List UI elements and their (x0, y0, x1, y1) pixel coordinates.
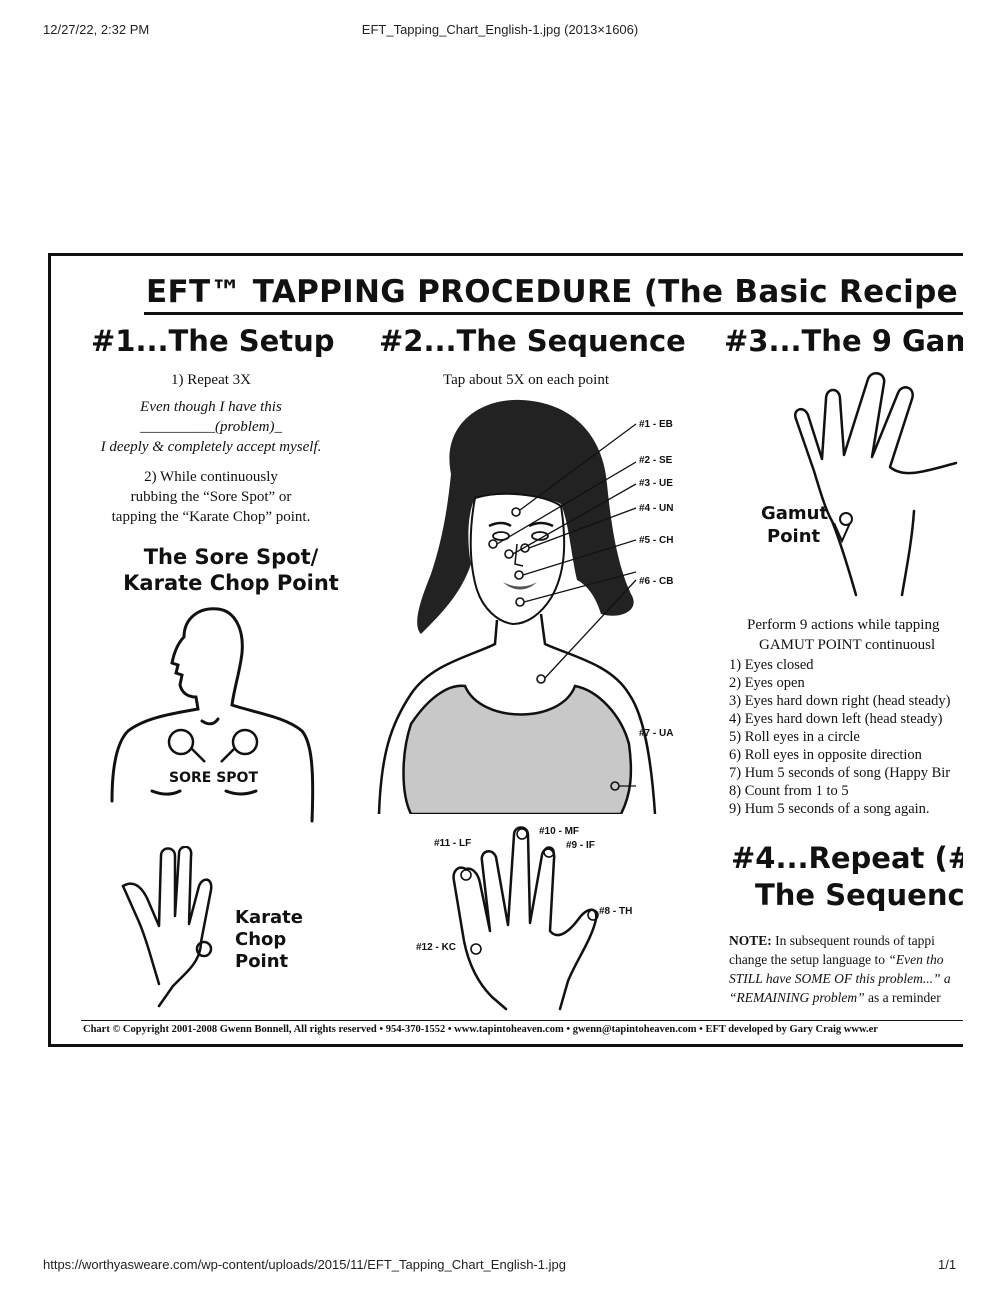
tap-point-ch: #5 - CH (639, 535, 674, 546)
setup-heading: #1...The Setup (91, 324, 335, 358)
repeat-heading-line-2: The Sequenc (755, 878, 963, 912)
chart-title: EFT™ TAPPING PROCEDURE (The Basic Recipe (146, 274, 958, 310)
gamut-action-3: 3) Eyes hard down right (head steady) (729, 693, 951, 709)
gamut-intro-line-2: GAMUT POINT continuousl (759, 637, 936, 653)
tap-point-lf: #11 - LF (434, 838, 472, 849)
eft-chart-image: EFT™ TAPPING PROCEDURE (The Basic Recipe… (48, 253, 963, 1047)
finger-points-hand-illustration (452, 826, 599, 1011)
setup-step-2-line-3: tapping the “Karate Chop” point. (111, 509, 311, 525)
copyright-notice: Chart © Copyright 2001-2008 Gwenn Bonnel… (83, 1024, 878, 1035)
tap-point-ue: #3 - UE (639, 478, 673, 489)
gamut-action-4: 4) Eyes hard down left (head steady) (729, 711, 943, 727)
tap-point-if: #9 - IF (566, 840, 595, 851)
repeat-note-text-4b: as a reminder (864, 990, 941, 1005)
setup-step-2-line-2: rubbing the “Sore Spot” or (130, 489, 292, 505)
gamut-action-8: 8) Count from 1 to 5 (729, 783, 849, 799)
repeat-note-text-2b: “Even tho (888, 952, 944, 967)
gamut-action-6: 6) Roll eyes in opposite direction (729, 747, 922, 763)
gamut-point-label-line-1: Gamut (761, 503, 829, 524)
torso-illustration (110, 607, 315, 823)
tap-point-se: #2 - SE (639, 455, 673, 466)
tap-point-eb: #1 - EB (639, 419, 673, 430)
repeat-note-line-3: STILL have SOME OF this problem...” a (729, 971, 951, 986)
print-datetime: 12/27/22, 2:32 PM (43, 22, 150, 37)
setup-phrase-line-1: Even though I have this (140, 399, 282, 415)
woman-illustration (377, 399, 657, 814)
setup-step-2-line-1: 2) While continuously (144, 469, 278, 485)
sequence-heading: #2...The Sequence (379, 324, 686, 358)
gamut-actions-list: 1) Eyes closed 2) Eyes open 3) Eyes hard… (729, 656, 950, 818)
sore-spot-subheading-line-1: The Sore Spot/ (143, 545, 319, 569)
sequence-instruction: Tap about 5X on each point (443, 372, 609, 388)
gamut-heading: #3...The 9 Gam (724, 324, 963, 358)
tap-point-kc: #12 - KC (416, 942, 457, 953)
repeat-note-label: NOTE: (729, 933, 772, 948)
setup-phrase-line-3: I deeply & completely accept myself. (100, 439, 322, 455)
repeat-note-text-1: In subsequent rounds of tappi (775, 933, 935, 948)
print-url: https://worthyasweare.com/wp-content/upl… (43, 1257, 566, 1272)
tap-point-un: #4 - UN (639, 503, 674, 514)
sore-spot-markers (167, 728, 259, 763)
print-page-number: 1/1 (938, 1257, 957, 1272)
karate-chop-label-line-1: Karate (235, 907, 303, 928)
karate-chop-hand-illustration (121, 846, 213, 1008)
sore-spot-subheading-line-2: Karate Chop Point (123, 571, 339, 595)
setup-step-1: 1) Repeat 3X (171, 372, 251, 388)
tap-point-th: #8 - TH (599, 906, 633, 917)
gamut-intro-line-1: Perform 9 actions while tapping (747, 617, 940, 633)
repeat-note-line-4: “REMAINING problem” as a reminder (729, 989, 941, 1007)
gamut-action-2: 2) Eyes open (729, 675, 805, 691)
karate-chop-label-line-2: Chop (235, 929, 287, 950)
gamut-action-9: 9) Hum 5 seconds of a song again. (729, 801, 930, 817)
setup-phrase-line-2: __________(problem)_ (140, 419, 282, 435)
title-underline (144, 312, 963, 315)
tap-point-cb: #6 - CB (639, 576, 674, 587)
repeat-note-text-4a: “REMAINING problem” (729, 990, 865, 1005)
gamut-action-1: 1) Eyes closed (729, 657, 814, 673)
print-document-title: EFT_Tapping_Chart_English-1.jpg (2013×16… (361, 22, 639, 37)
gamut-point-label-line-2: Point (767, 526, 821, 547)
sore-spot-label: SORE SPOT (169, 770, 258, 786)
gamut-hand-illustration (793, 371, 958, 597)
tap-point-mf: #10 - MF (539, 826, 580, 837)
repeat-note-text-2a: change the setup language to (729, 952, 889, 967)
gamut-action-7: 7) Hum 5 seconds of song (Happy Bir (729, 765, 951, 781)
repeat-note-line-2: change the setup language to “Even tho (729, 951, 943, 969)
repeat-heading-line-1: #4...Repeat (# (731, 841, 963, 875)
gamut-action-5: 5) Roll eyes in a circle (729, 729, 860, 745)
copyright-divider (81, 1020, 963, 1021)
repeat-note-line-1: NOTE: In subsequent rounds of tappi (729, 932, 935, 950)
karate-chop-label-line-3: Point (235, 951, 289, 972)
tap-point-ua: #7 - UA (639, 728, 674, 739)
